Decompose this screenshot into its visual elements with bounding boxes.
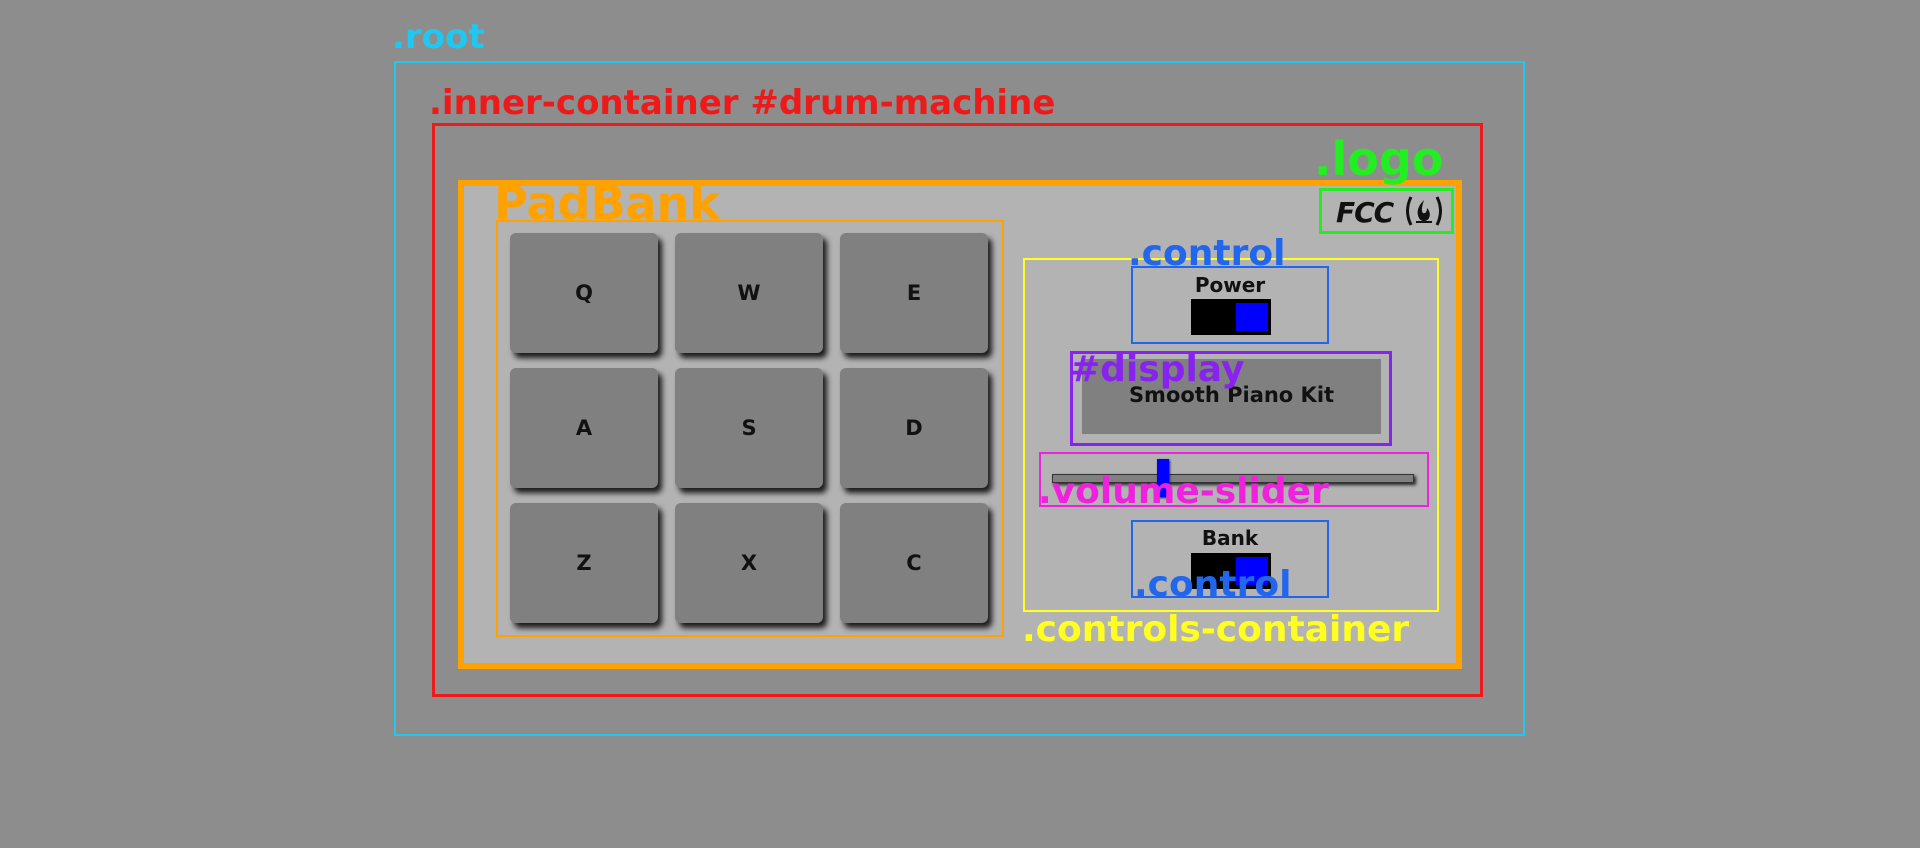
- drum-pad-z[interactable]: Z: [510, 503, 658, 623]
- power-label: Power: [1194, 273, 1266, 297]
- volume-slider-thumb[interactable]: [1157, 459, 1169, 497]
- drum-pad-c[interactable]: C: [840, 503, 988, 623]
- drum-pad-x[interactable]: X: [675, 503, 823, 623]
- logo: [1319, 188, 1454, 234]
- power-toggle-knob: [1236, 303, 1268, 331]
- power-control-label: .control: [1128, 233, 1286, 274]
- inner-container-outline: [432, 123, 1483, 697]
- bank-control-label: .control: [1134, 564, 1292, 605]
- display-panel: [1082, 359, 1381, 434]
- bank-control: [1131, 520, 1329, 598]
- drum-pad-w[interactable]: W: [675, 233, 823, 353]
- root-outline: [394, 61, 1525, 736]
- power-control: [1131, 266, 1329, 344]
- drum-pad-e[interactable]: E: [840, 233, 988, 353]
- volume-slider-track[interactable]: [1052, 474, 1414, 483]
- root-label: .root: [392, 17, 485, 57]
- drum-pad-q[interactable]: Q: [510, 233, 658, 353]
- display-label: #display: [1070, 349, 1245, 390]
- controls-container-label: .controls-container: [1022, 609, 1410, 650]
- drum-pad-a[interactable]: A: [510, 368, 658, 488]
- volume-slider-label: .volume-slider: [1038, 471, 1329, 512]
- logo-label: .logo: [1314, 132, 1444, 186]
- drum-pad-s[interactable]: S: [675, 368, 823, 488]
- bank-label: Bank: [1201, 526, 1259, 550]
- fire-icon: [1406, 196, 1442, 226]
- controls-container: [1023, 258, 1439, 612]
- drum-pad-d[interactable]: D: [840, 368, 988, 488]
- display-text: Smooth Piano Kit: [1128, 383, 1335, 407]
- power-toggle[interactable]: [1191, 299, 1271, 335]
- pad-bank: [496, 220, 1004, 637]
- logo-text: FCC: [1336, 196, 1394, 229]
- pad-bank-label: PadBank: [494, 176, 720, 230]
- display: [1070, 351, 1392, 446]
- bank-toggle[interactable]: [1191, 553, 1271, 589]
- volume-slider: [1039, 452, 1429, 507]
- bank-toggle-knob: [1236, 557, 1268, 585]
- inner-container-label: .inner-container #drum-machine: [429, 83, 1056, 123]
